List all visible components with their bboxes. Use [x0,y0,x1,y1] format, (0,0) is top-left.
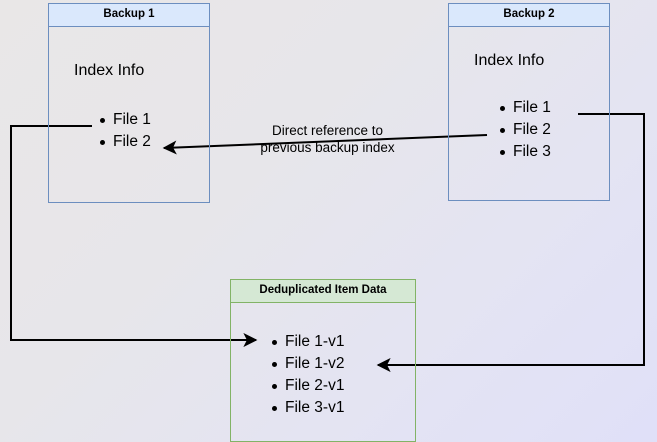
list-item: File 1-v1 [271,331,344,353]
list-item: File 1-v2 [271,353,344,375]
node-backup-1-item-list: File 1 File 2 [99,109,151,153]
list-item: File 1 [499,97,551,119]
node-backup-2-item-list: File 1 File 2 File 3 [499,97,551,163]
list-item: File 2 [499,119,551,141]
list-item: File 2 [99,131,151,153]
edge-label-line-2: previous backup index [260,140,395,155]
list-item: File 1 [99,109,151,131]
edge-label-direct-reference: Direct reference to previous backup inde… [245,122,410,156]
node-backup-2-header: Backup 2 [449,4,609,27]
node-backup-1-section-title: Index Info [74,62,145,79]
node-backup-1-header: Backup 1 [49,4,209,27]
node-deduplicated-header: Deduplicated Item Data [231,280,415,303]
node-backup-1[interactable]: Backup 1 Index Info File 1 File 2 [48,3,210,203]
node-deduplicated-item-list: File 1-v1 File 1-v2 File 2-v1 File 3-v1 [271,331,344,419]
list-item: File 2-v1 [271,375,344,397]
node-deduplicated-item-data[interactable]: Deduplicated Item Data File 1-v1 File 1-… [230,279,416,442]
edge-label-line-1: Direct reference to [271,123,384,138]
list-item: File 3 [499,141,551,163]
list-item: File 3-v1 [271,397,344,419]
node-backup-2[interactable]: Backup 2 Index Info File 1 File 2 File 3 [448,3,610,201]
node-backup-2-section-title: Index Info [474,52,545,69]
